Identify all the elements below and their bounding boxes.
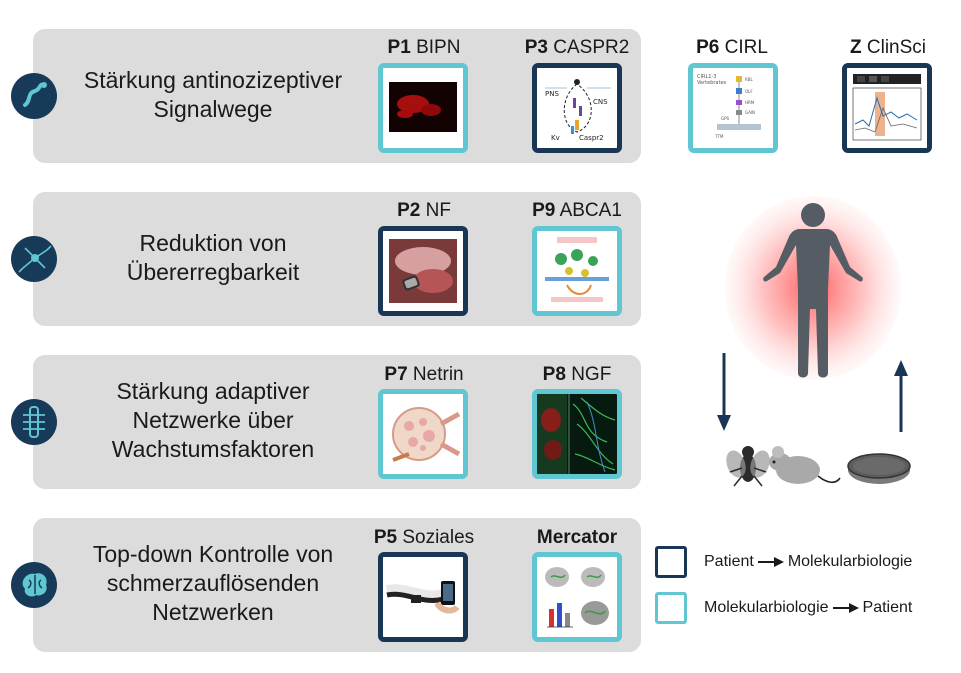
thumb-p7-nerve-section [378,389,468,479]
project-label-p1: P1 BIPN [387,37,461,58]
project-label-p5: P5 Soziales [373,527,475,548]
project-label-p6: P6 CIRL [696,37,768,58]
down-arrow-patient-to-molecular [717,353,731,431]
p3-caspr2-label: Caspr2 [579,134,604,142]
project-label-mercator: Mercator [536,527,618,548]
nerve-fiber-icon [11,73,57,119]
thumb-p2-surgery [378,226,468,316]
legend-swatch-dark [655,546,687,578]
project-label-p9: P9 ABCA1 [532,200,622,221]
project-label-p3: P3 CASPR2 [524,37,630,58]
project-label-z: Z ClinSci [849,37,926,58]
spinal-cord-icon [11,399,57,445]
p3-kv-label: Kv [551,134,560,142]
p6-olf-label: OLF [745,89,753,94]
p6-rbl-label: RBL [745,77,754,82]
neuron-icon [11,236,57,282]
legend-arrow-icon [757,556,784,567]
thumb-p9-pathway [532,226,622,316]
p6-vertebrates-label: Vertebrates [697,80,727,86]
project-label-p2: P2 NF [397,200,451,221]
thumb-p8-fluorescence [532,389,622,479]
thumb-p1-microscopy [378,63,468,153]
p6-cirl-label: CIRL1-3 [697,74,716,80]
patient-figure [722,193,904,383]
thumb-z-traces [842,63,932,153]
p6-7tm-label: 7TM [715,134,724,139]
brain-icon [11,562,57,608]
p6-hrm-label: HRM [745,100,755,105]
p3-pns-label: PNS [545,90,559,98]
thumb-mercator-brain-data [532,552,622,642]
p6-gps-label: GPS [721,116,730,121]
project-label-p7: P7 Netrin [384,364,464,385]
up-arrow-molecular-to-patient [894,360,908,432]
thumb-p3-schematic: PNS CNS Kv Caspr2 [532,63,622,153]
p6-gain-label: GAIN [745,110,755,115]
legend-arrow-icon [832,602,859,613]
mouse-icon [766,440,842,490]
petri-dish-icon [846,448,912,488]
project-label-p8: P8 NGF [542,364,612,385]
legend-swatch-light [655,592,687,624]
thumb-p5-wearable [378,552,468,642]
fly-icon [724,438,772,490]
thumb-p6-receptor-domains: CIRL1-3 Vertebrates RBL OLF HRM GAIN GPS… [688,63,778,153]
p3-cns-label: CNS [593,98,608,106]
